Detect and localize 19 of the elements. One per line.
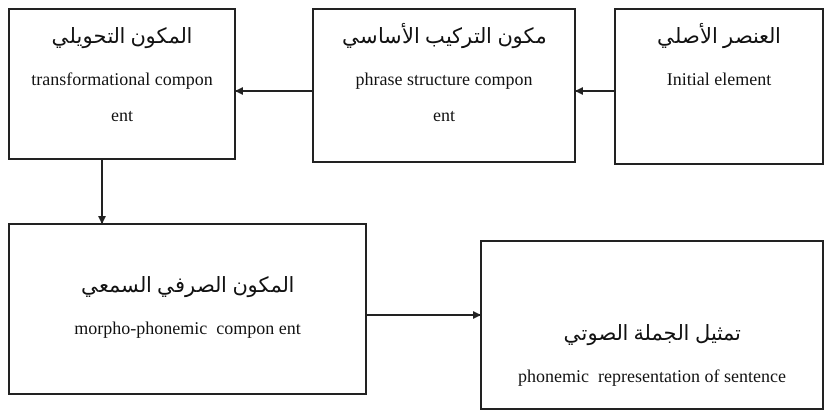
arabic-label: تمثيل الجملة الصوتي xyxy=(563,321,741,346)
english-label: morpho-phonemic compon ent xyxy=(74,316,301,340)
process-box xyxy=(480,240,824,410)
arabic-label: المكون الصرفي السمعي xyxy=(80,272,294,298)
process-box xyxy=(8,8,236,160)
arrow xyxy=(367,311,481,319)
arabic-label: مكون التركيب الأساسي xyxy=(342,24,546,49)
english-label: Initial element xyxy=(666,68,772,91)
english-label: phrase structure compon ent xyxy=(354,68,534,127)
process-box xyxy=(8,223,367,395)
process-box xyxy=(312,8,576,163)
arrow xyxy=(575,87,614,95)
arrow xyxy=(235,87,312,95)
process-box xyxy=(614,8,824,165)
arabic-label: المكون التحويلي xyxy=(51,24,193,49)
arrow xyxy=(98,160,106,224)
english-label: phonemic representation of sentence xyxy=(518,365,786,388)
arabic-label: العنصر الأصلي xyxy=(656,24,782,49)
english-label: transformational compon ent xyxy=(30,68,214,127)
